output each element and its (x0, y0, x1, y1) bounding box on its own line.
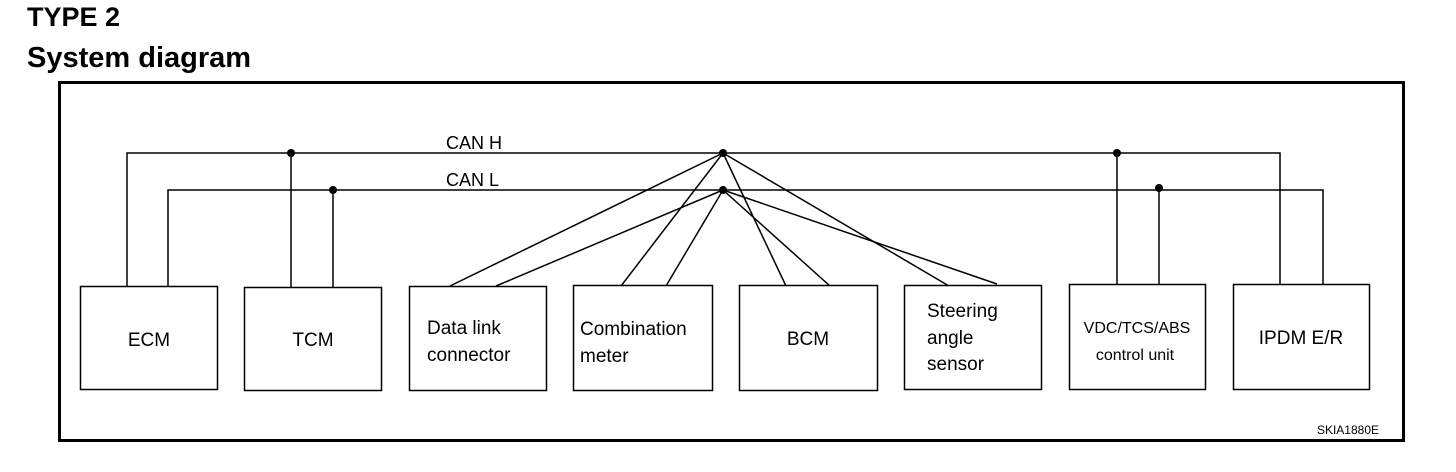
junction-dots (287, 149, 1163, 194)
can-l-wires (167, 188, 1324, 287)
can-h-label: CAN H (446, 133, 502, 153)
unit-label-line: angle (927, 328, 974, 349)
can-h-wires (126, 152, 1281, 287)
unit-ecm: ECM (79, 285, 219, 391)
junction-dot (1113, 149, 1121, 157)
unit-label: IPDM E/R (1259, 328, 1343, 349)
can-l-bus-line (167, 189, 1324, 286)
junction-dot (719, 149, 727, 157)
unit-label-line: VDC/TCS/ABS (1084, 320, 1191, 337)
unit-label: TCM (292, 330, 333, 351)
unit-box (1232, 283, 1371, 391)
can-l-meter-wire (665, 189, 724, 287)
unit-vdc-tcs-abs-control-unit: VDC/TCS/ABS control unit (1068, 283, 1207, 391)
unit-label: BCM (787, 329, 829, 350)
can-h-meter-wire (620, 152, 724, 287)
can-l-bcm-wire (722, 189, 831, 287)
unit-combination-meter: Combination meter (572, 284, 714, 392)
unit-box (738, 284, 879, 392)
junction-dot (287, 149, 295, 157)
unit-label-line: Steering (927, 301, 998, 322)
unit-label-line: control unit (1096, 347, 1175, 364)
can-h-steering-wire (722, 152, 950, 287)
unit-box (243, 286, 383, 392)
unit-label-line: meter (580, 346, 629, 367)
unit-bcm: BCM (738, 284, 879, 392)
type-label: TYPE 2 (27, 2, 121, 32)
can-l-dlc-wire (495, 189, 724, 287)
unit-label-line: Data link (427, 318, 501, 339)
junction-dot (329, 186, 337, 194)
diagram-frame (58, 81, 1405, 442)
unit-box (79, 285, 219, 391)
unit-steering-angle-sensor: Steering angle sensor (903, 284, 1043, 391)
can-h-bus-line (126, 152, 1281, 286)
unit-ipdm-er: IPDM E/R (1232, 283, 1371, 391)
unit-data-link-connector: Data link connector (408, 285, 548, 392)
unit-label-line: sensor (927, 354, 985, 375)
unit-label-line: Combination (580, 319, 687, 340)
can-l-label: CAN L (446, 170, 499, 190)
junction-dot (719, 186, 727, 194)
page-title: System diagram (27, 42, 252, 74)
can-l-steering-wire (722, 189, 998, 285)
unit-tcm: TCM (243, 286, 383, 392)
can-h-dlc-wire (449, 152, 724, 287)
unit-label: ECM (128, 330, 170, 351)
unit-box (1068, 283, 1207, 391)
unit-box (408, 285, 548, 392)
junction-dot (1155, 184, 1163, 192)
unit-box (572, 284, 714, 392)
can-h-bcm-wire (722, 152, 787, 287)
unit-label-line: connector (427, 345, 511, 366)
unit-box (903, 284, 1043, 391)
figure-code: SKIA1880E (1317, 423, 1379, 437)
